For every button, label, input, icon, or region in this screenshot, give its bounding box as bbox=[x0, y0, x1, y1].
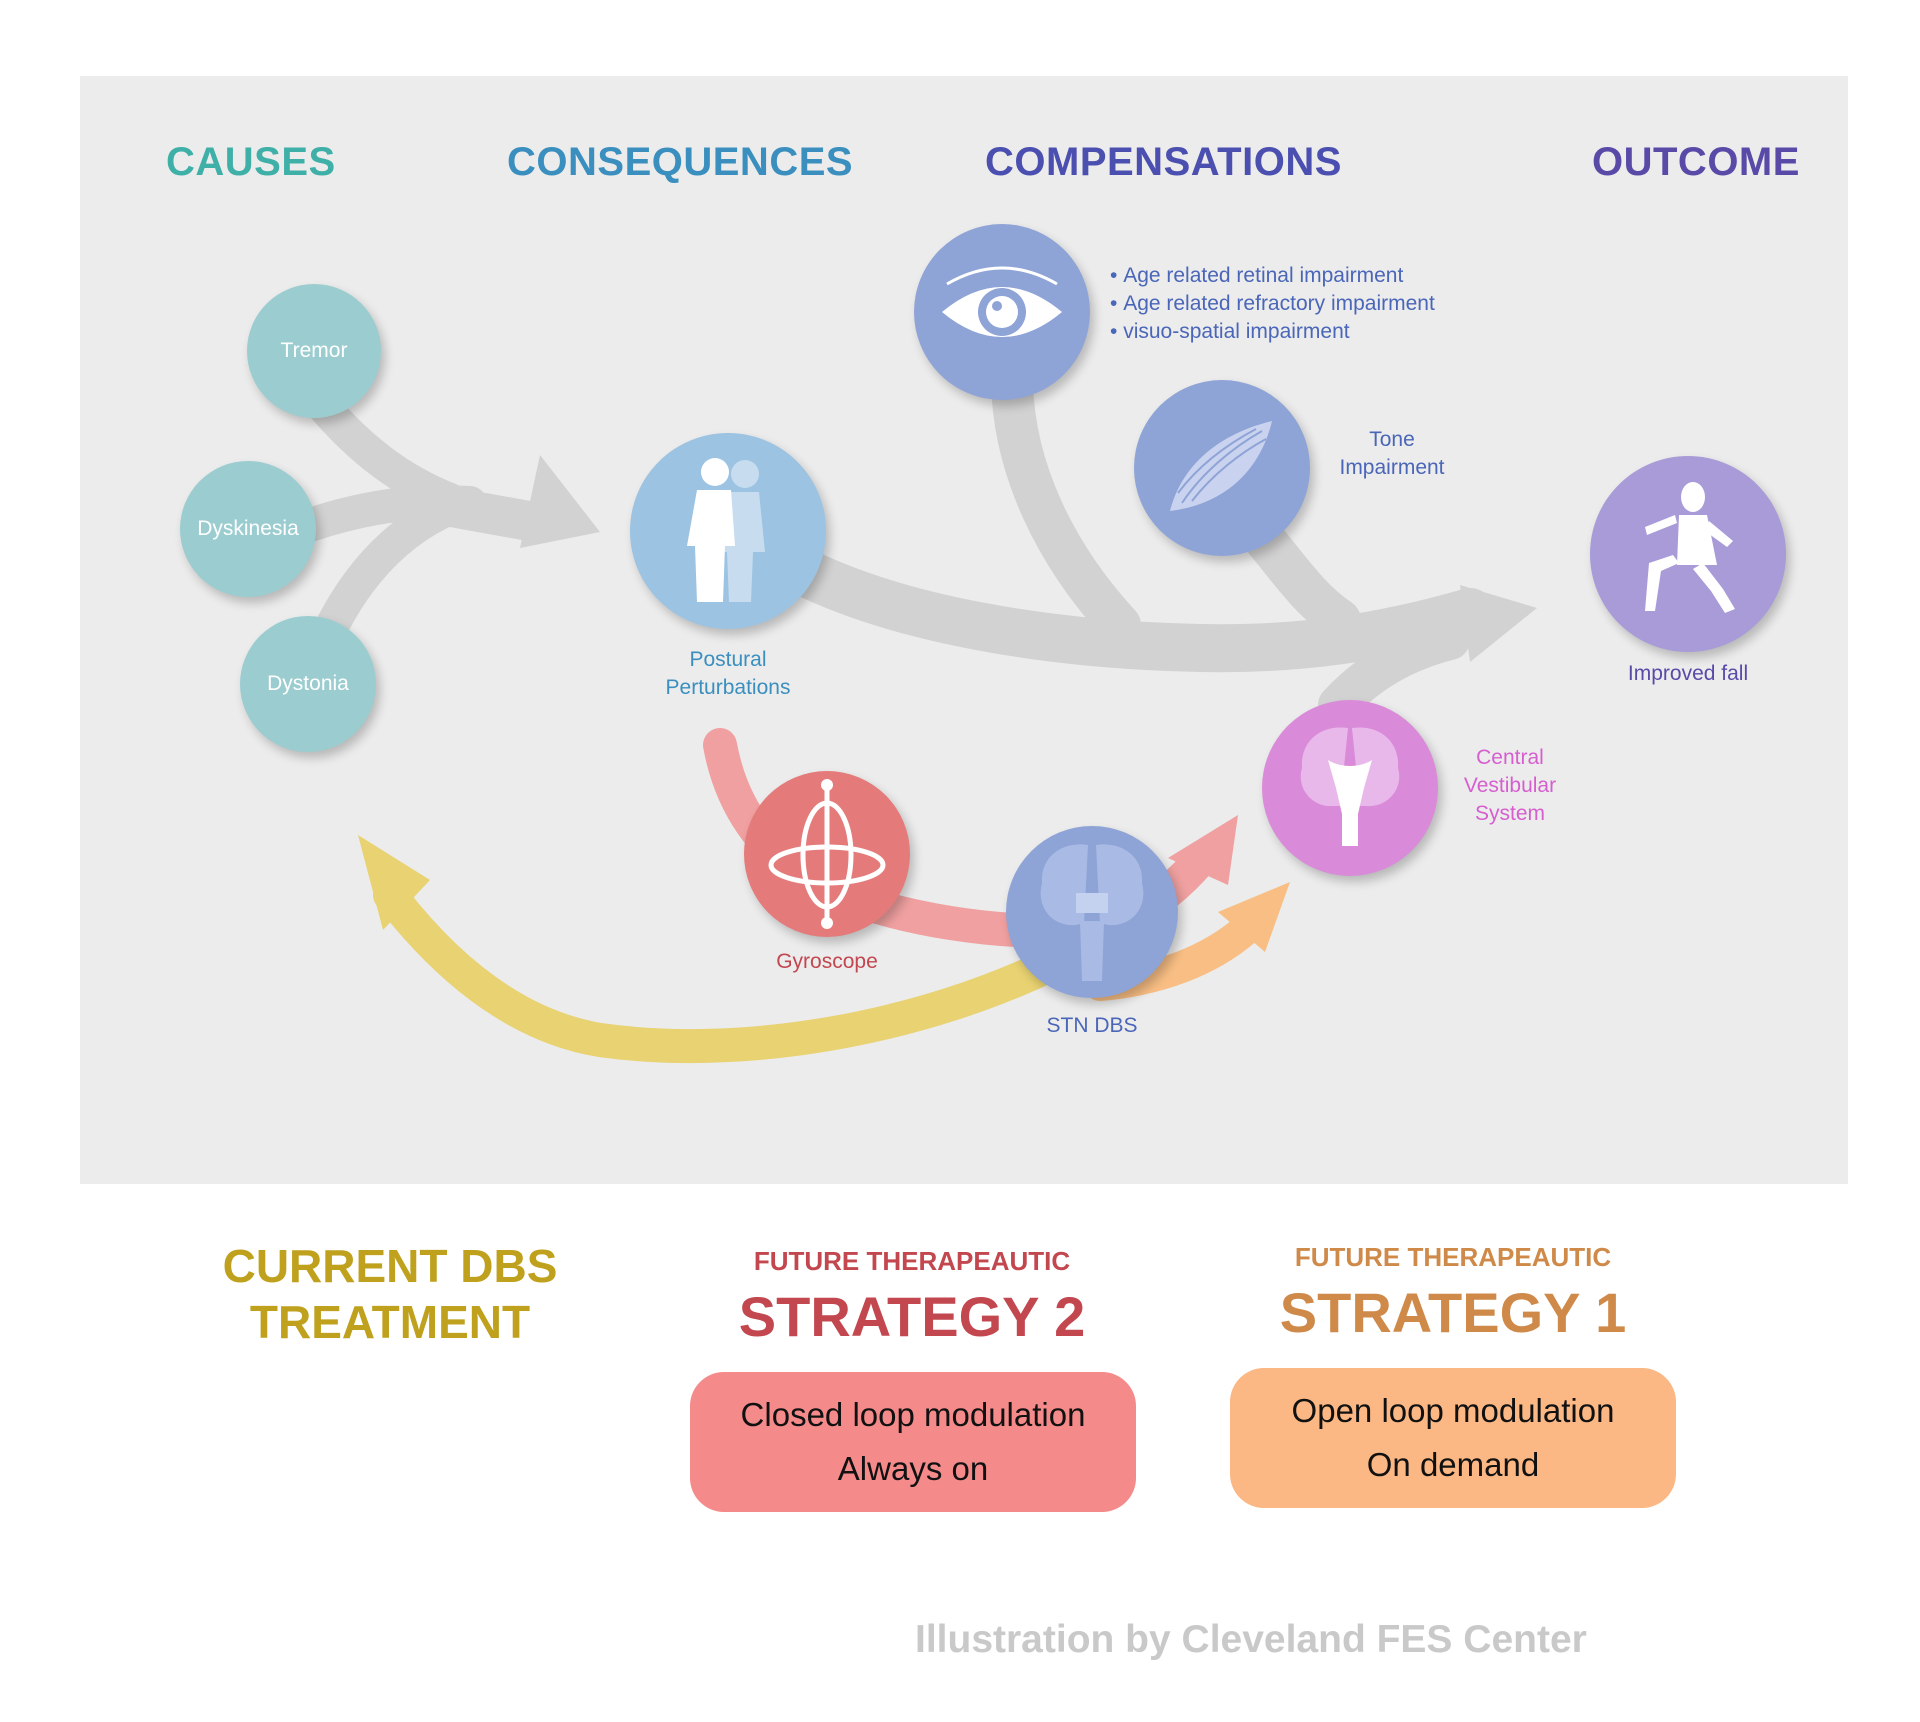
postural-perturbations-caption: Postural Perturbations bbox=[628, 646, 828, 702]
gyroscope-icon bbox=[768, 779, 886, 929]
arrow-to-perturbations bbox=[420, 485, 560, 543]
strategy2-line2: Always on bbox=[837, 1450, 989, 1487]
arrowhead-strategy1 bbox=[1218, 882, 1290, 952]
vision-bullet-visuospatial: visuo-spatial impairment bbox=[1110, 318, 1435, 346]
arrowhead-causes bbox=[520, 455, 600, 548]
gyroscope-caption: Gyroscope bbox=[776, 950, 878, 973]
column-header-outcome: OUTCOME bbox=[1592, 140, 1800, 184]
central-vestibular-circle bbox=[1262, 700, 1438, 876]
column-header-compensations: COMPENSATIONS bbox=[985, 140, 1342, 184]
tone-line2: Impairment bbox=[1339, 456, 1445, 479]
strategy2-box: Closed loop modulation Always on bbox=[690, 1372, 1136, 1512]
arrow-tremor bbox=[301, 383, 467, 517]
brain-icon bbox=[1300, 727, 1400, 846]
vision-bullet-refractory: Age related refractory impairment bbox=[1110, 290, 1435, 318]
cvs-line2: Vestibular bbox=[1463, 774, 1557, 797]
cause-dystonia: Dystonia bbox=[240, 616, 376, 752]
vision-impairment-list: Age related retinal impairment Age relat… bbox=[1110, 262, 1435, 346]
current-dbs-treatment-title: CURRENT DBS TREATMENT bbox=[210, 1238, 570, 1350]
strategy1-line2: On demand bbox=[1366, 1446, 1540, 1483]
stn-dbs-circle bbox=[1006, 826, 1178, 998]
arrowhead-current-dbs bbox=[358, 835, 430, 930]
cause-dystonia-label: Dystonia bbox=[267, 672, 349, 695]
strategy1-title: STRATEGY 1 bbox=[1279, 1281, 1627, 1344]
brain-icon bbox=[1040, 844, 1144, 981]
cause-dyskinesia: Dyskinesia bbox=[180, 461, 316, 597]
outcome-circle bbox=[1590, 456, 1786, 652]
column-header-consequences: CONSEQUENCES bbox=[507, 140, 854, 184]
falling-person-icon bbox=[1645, 482, 1735, 613]
tone-circle bbox=[1134, 380, 1310, 556]
cause-dyskinesia-label: Dyskinesia bbox=[197, 517, 299, 540]
strategy2-line1: Closed loop modulation bbox=[740, 1396, 1086, 1433]
arrow-current-dbs bbox=[373, 878, 1077, 1064]
current-dbs-line2: TREATMENT bbox=[249, 1296, 531, 1348]
tone-line1: Tone bbox=[1369, 428, 1415, 451]
strategy1-box: Open loop modulation On demand bbox=[1230, 1368, 1676, 1508]
muscle-icon bbox=[1170, 421, 1272, 511]
strategy1-kicker: FUTURE THERAPEAUTIC bbox=[1294, 1242, 1612, 1272]
outcome-caption: Improved fall bbox=[1627, 662, 1749, 685]
postural-perturbations-line1: Postural bbox=[689, 648, 767, 671]
illustration-credit: Illustration by Cleveland FES Center bbox=[915, 1618, 1587, 1661]
tone-impairment-caption: Tone Impairment bbox=[1322, 426, 1462, 482]
cause-tremor-label: Tremor bbox=[280, 339, 348, 362]
standing-figures-icon bbox=[687, 458, 765, 602]
eye-icon bbox=[942, 266, 1062, 337]
postural-perturbations-line2: Perturbations bbox=[665, 676, 791, 699]
stn-dbs-caption: STN DBS bbox=[1046, 1014, 1138, 1037]
strategy1-line1: Open loop modulation bbox=[1291, 1392, 1615, 1429]
gyroscope-circle bbox=[744, 771, 910, 937]
strategy2-title: STRATEGY 2 bbox=[738, 1285, 1086, 1348]
arrow-from-tone bbox=[1244, 519, 1361, 641]
arrowhead-strategy2 bbox=[1168, 815, 1238, 885]
current-dbs-line1: CURRENT DBS bbox=[222, 1240, 558, 1292]
arrow-main-flow bbox=[776, 546, 1494, 673]
postural-perturbations-circle bbox=[630, 433, 826, 629]
vision-circle bbox=[914, 224, 1090, 400]
vision-impairments-caption: Age related retinal impairment Age relat… bbox=[1110, 262, 1435, 346]
column-header-causes: CAUSES bbox=[166, 140, 336, 184]
vision-bullet-retinal: Age related retinal impairment bbox=[1110, 262, 1435, 290]
arrowhead-outcome bbox=[1460, 585, 1537, 662]
strategy2-kicker: FUTURE THERAPEAUTIC bbox=[753, 1246, 1071, 1276]
central-vestibular-caption: Central Vestibular System bbox=[1450, 744, 1570, 828]
cause-tremor: Tremor bbox=[247, 284, 381, 418]
arrow-from-eye bbox=[990, 349, 1141, 646]
cvs-line1: Central bbox=[1476, 746, 1544, 769]
cvs-line3: System bbox=[1474, 802, 1545, 825]
arrow-from-cvs bbox=[1318, 620, 1470, 725]
